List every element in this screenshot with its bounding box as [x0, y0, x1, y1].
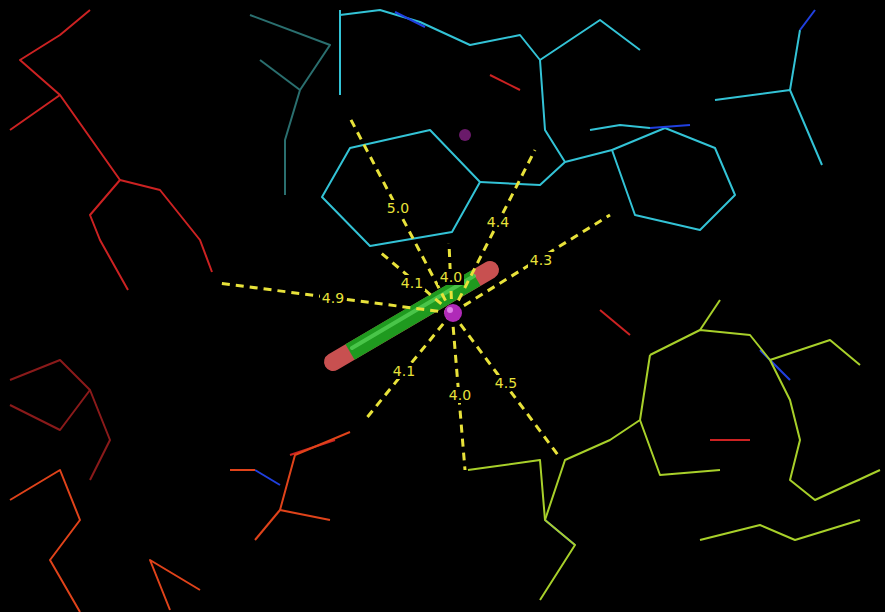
cyan-residues [322, 10, 822, 246]
distance-label: 5.0 [385, 200, 411, 216]
nitrogen-bonds [255, 10, 815, 545]
distance-label: 4.0 [438, 269, 464, 285]
red-chain [10, 10, 750, 455]
metal-sphere [444, 304, 462, 322]
distance-label: 4.1 [399, 275, 425, 291]
distance-label: 4.3 [528, 252, 554, 268]
ion-sphere [459, 129, 471, 141]
teal-chain [250, 15, 330, 195]
distance-label: 4.0 [447, 387, 473, 403]
distance-label: 4.4 [485, 214, 511, 230]
distance-label: 4.1 [391, 363, 417, 379]
sphere-highlight [447, 307, 453, 313]
orange-chain [10, 432, 350, 612]
protein-wireframe [10, 10, 880, 612]
distance-label: 4.9 [320, 290, 346, 306]
yellow-green-chain [468, 300, 880, 600]
dark-red-chain [10, 360, 110, 480]
distance-lines [218, 118, 610, 470]
distance-label: 4.5 [493, 375, 519, 391]
